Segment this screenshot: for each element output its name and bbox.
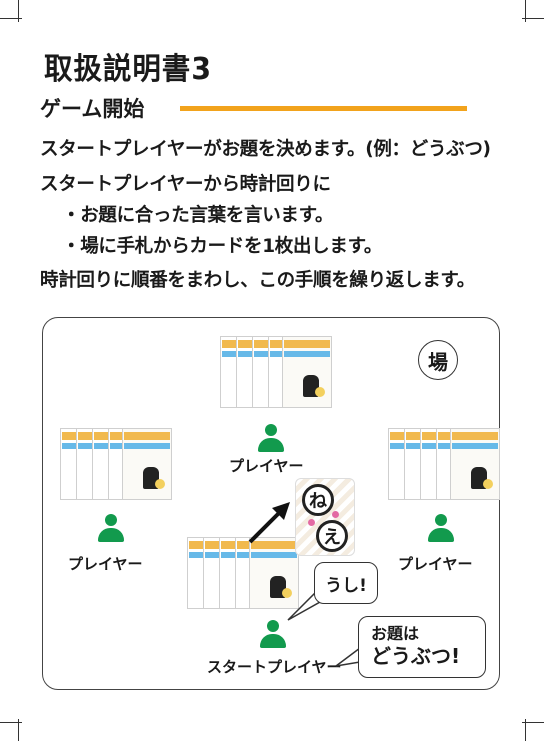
played-card-char-1: ね: [302, 484, 334, 516]
play-arrow-icon: [248, 502, 290, 544]
start-player-label: スタートプレイヤー: [207, 658, 342, 676]
hand-card-front: [282, 336, 332, 408]
hand-card-front: [249, 537, 299, 609]
speech-topic-line-2: どうぶつ!: [371, 644, 461, 668]
player-right-icon: [426, 514, 456, 544]
instruction-bullet-1: ・お題に合った言葉を言います。: [62, 205, 334, 226]
section-header: ゲーム開始: [40, 93, 467, 123]
card-hand-right: [388, 428, 500, 500]
section-title: ゲーム開始: [40, 97, 145, 121]
card-hand-top: [220, 336, 332, 408]
instruction-line-1: スタートプレイヤーがお題を決めます。(例：どうぶつ): [40, 139, 491, 160]
instruction-line-3: 時計回りに順番をまわし、この手順を繰り返します。: [40, 270, 475, 291]
game-diagram-panel: [42, 317, 500, 690]
card-hand-start: [187, 537, 299, 609]
player-top-label: プレイヤー: [229, 457, 304, 475]
hand-card-front: [450, 428, 500, 500]
page-title: 取扱説明書3: [44, 52, 213, 87]
speech-topic-line-1: お題は: [371, 624, 420, 643]
speech-bubble-word: うし!: [314, 562, 378, 604]
played-card: ね え: [295, 478, 355, 556]
speech-bubble-topic: お題は どうぶつ!: [358, 616, 486, 678]
section-divider: [180, 106, 467, 111]
speech-word: うし!: [325, 575, 367, 596]
player-top-icon: [256, 424, 286, 454]
card-hand-left: [60, 428, 172, 500]
hand-card-front: [122, 428, 172, 500]
instruction-bullet-2: ・場に手札からカードを1枚出します。: [62, 236, 383, 257]
player-left-icon: [96, 514, 126, 544]
field-badge: 場: [418, 340, 458, 380]
start-player-icon: [258, 620, 288, 650]
player-left-label: プレイヤー: [68, 555, 143, 573]
instruction-line-2: スタートプレイヤーから時計回りに: [40, 174, 331, 195]
played-card-char-2: え: [316, 520, 348, 552]
player-right-label: プレイヤー: [398, 555, 473, 573]
